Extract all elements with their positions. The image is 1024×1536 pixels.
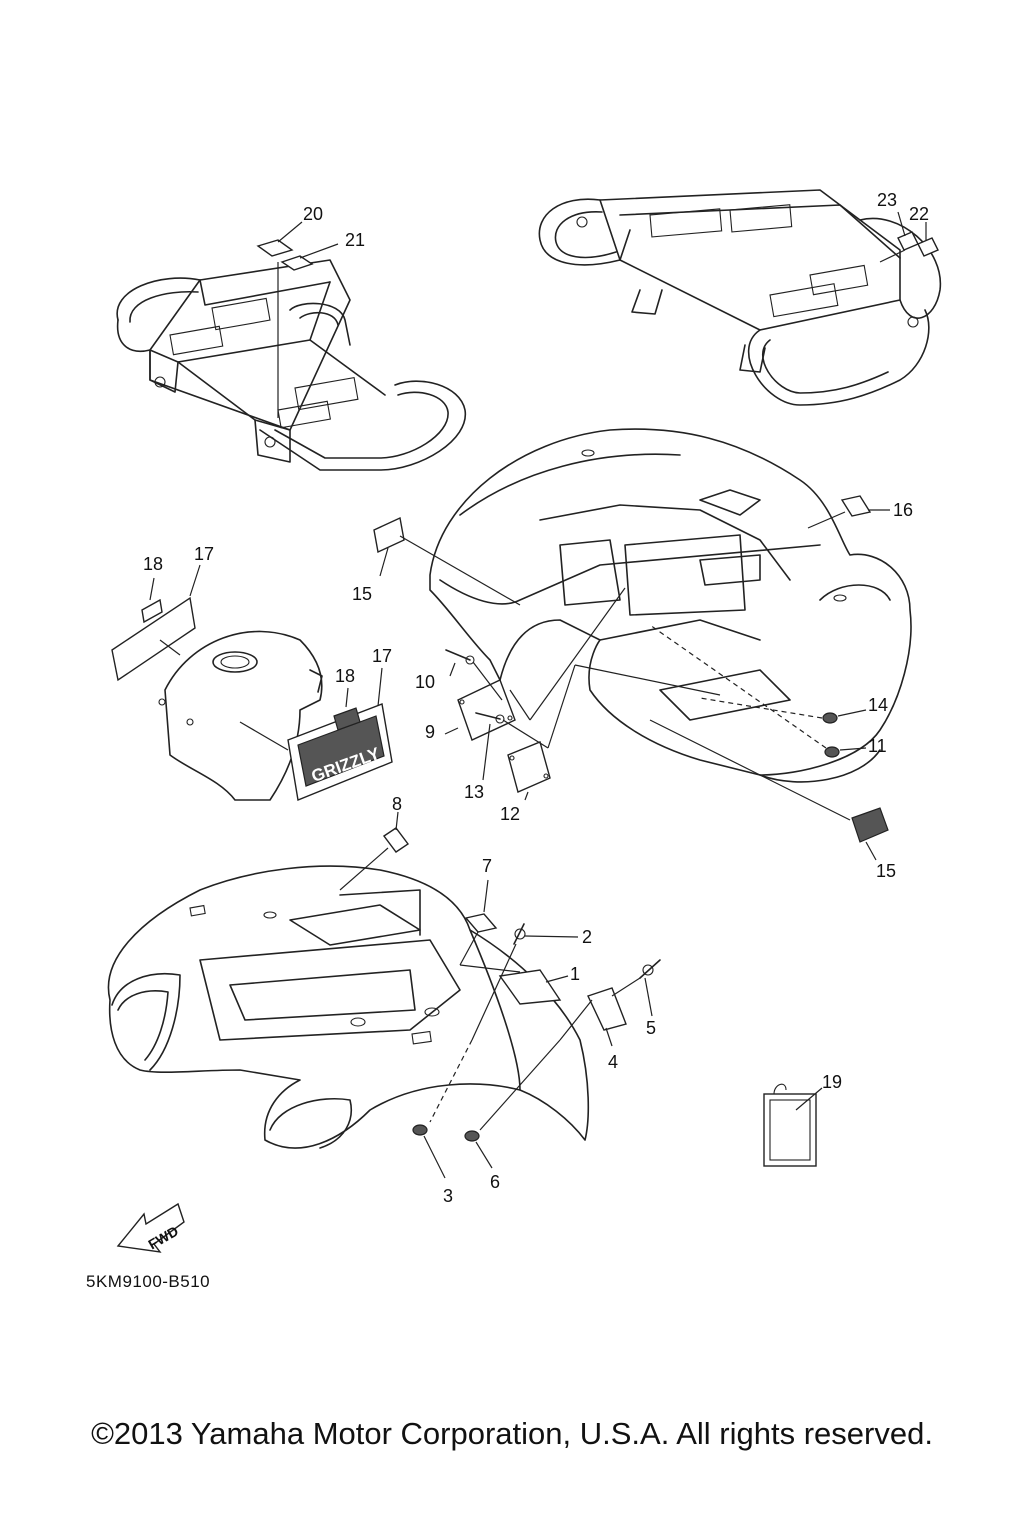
nut-3 — [412, 1124, 446, 1179]
decal-17-18-upper — [111, 564, 201, 682]
rear-carrier-rack — [538, 189, 942, 406]
decal-15-upper — [373, 516, 521, 606]
tank-cover — [158, 630, 323, 801]
callout-15-upper: 15 — [352, 584, 372, 604]
callout-6: 6 — [490, 1172, 500, 1192]
callout-7: 7 — [482, 856, 492, 876]
callout-4: 4 — [608, 1052, 618, 1072]
callout-17-upper: 17 — [194, 544, 214, 564]
flap-1 — [498, 969, 569, 1005]
callout-2: 2 — [582, 927, 592, 947]
callout-9: 9 — [425, 722, 435, 742]
callout-14: 14 — [868, 695, 888, 715]
callout-11: 11 — [868, 736, 887, 756]
rivet-10 — [445, 649, 503, 701]
callout-17-center: 17 — [372, 646, 392, 666]
callout-10: 10 — [415, 672, 435, 692]
flap-4 — [479, 987, 627, 1131]
callout-13: 13 — [464, 782, 484, 802]
callout-23: 23 — [877, 190, 897, 210]
callout-16: 16 — [893, 500, 913, 520]
nut-14 — [699, 697, 867, 724]
decal-7 — [459, 879, 521, 973]
callout-5: 5 — [646, 1018, 656, 1038]
decal-8 — [339, 811, 410, 891]
front-fender — [107, 865, 590, 1149]
copyright-notice: ©2013 Yamaha Motor Corporation, U.S.A. A… — [91, 1416, 933, 1451]
flap-9 — [444, 587, 626, 741]
fwd-arrow: FWD — [116, 1202, 185, 1253]
rivet-2 — [429, 923, 579, 1123]
flap-12 — [507, 664, 721, 801]
decal-20-21 — [256, 221, 339, 271]
callout-1: 1 — [570, 964, 580, 984]
callout-21: 21 — [345, 230, 365, 250]
rivet-5 — [611, 959, 661, 1017]
nut-6 — [464, 1130, 493, 1169]
decal-22-23 — [879, 211, 939, 263]
decal-16 — [807, 495, 890, 529]
callout-19: 19 — [822, 1072, 842, 1092]
tag-19 — [763, 1083, 823, 1167]
callout-18-center: 18 — [335, 666, 355, 686]
callout-18-upper: 18 — [143, 554, 163, 574]
rear-fender — [429, 428, 912, 783]
nut-11 — [649, 624, 867, 758]
emblem-17: GRIZZLY — [239, 667, 393, 801]
callout-3: 3 — [443, 1186, 453, 1206]
callout-12: 12 — [500, 804, 520, 824]
callout-20: 20 — [303, 204, 323, 224]
diagram-code: 5KM9100-B510 — [86, 1272, 211, 1291]
callout-22: 22 — [909, 204, 929, 224]
front-carrier-rack — [116, 259, 466, 471]
callout-15-lower: 15 — [876, 861, 896, 881]
rivet-13 — [475, 712, 549, 781]
callout-8: 8 — [392, 794, 402, 814]
emblem-15-lower — [649, 719, 889, 861]
